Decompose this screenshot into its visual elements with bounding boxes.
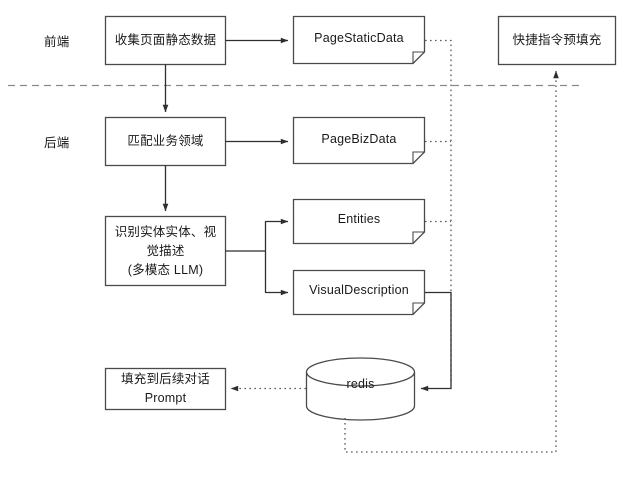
node-match-biz-domain[interactable]: [104, 116, 227, 167]
swimlane-label-backend: 后端: [44, 136, 70, 150]
node-page-static-data[interactable]: [292, 15, 426, 65]
edge-visual-description-to-redis: [420, 291, 452, 392]
swimlane-label-frontend: 前端: [44, 35, 70, 49]
node-fill-prompt[interactable]: [104, 367, 227, 411]
edge-redis-to-quick-command-prefill: [344, 70, 559, 453]
node-recognize-entities[interactable]: [104, 215, 227, 287]
edge-page-static-data-to-redis: [425, 39, 452, 383]
node-visual-description[interactable]: [292, 269, 426, 316]
node-entities[interactable]: [292, 198, 426, 245]
node-redis[interactable]: [305, 357, 416, 421]
node-page-biz-data[interactable]: [292, 116, 426, 165]
edge-recognize-entities-to-visual-description: [264, 251, 289, 296]
node-quick-command-prefill[interactable]: [497, 15, 617, 66]
edge-recognize-entities-to-entities: [264, 218, 289, 251]
node-collect-static[interactable]: [104, 15, 227, 66]
